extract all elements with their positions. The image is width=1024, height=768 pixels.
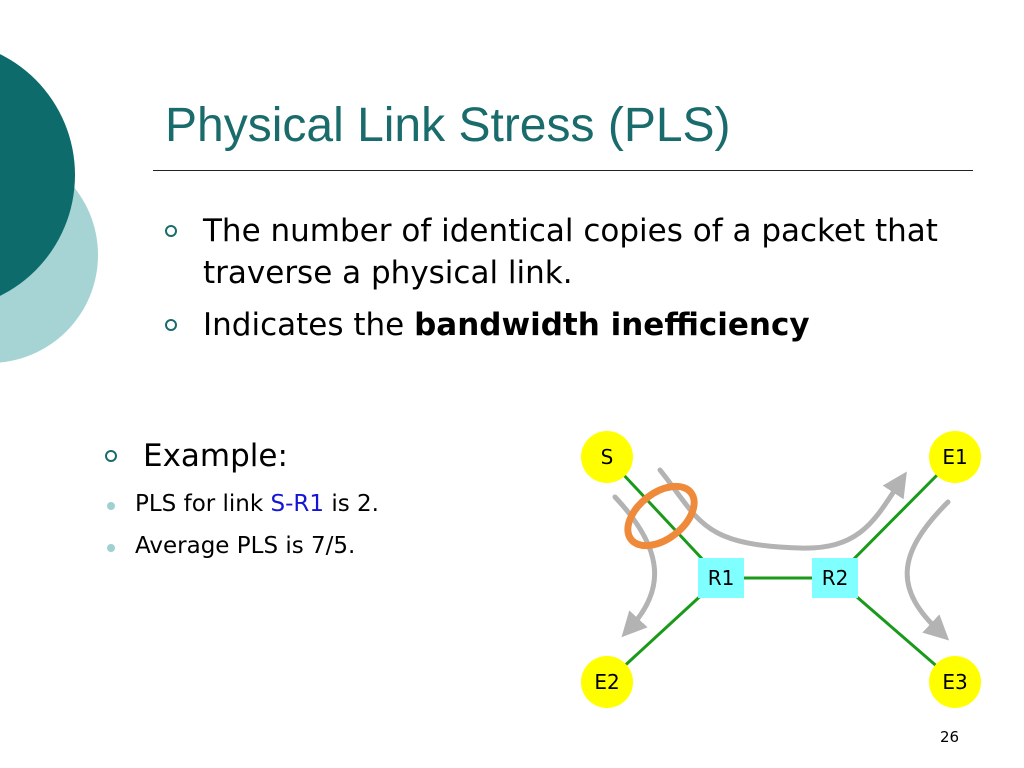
bullet-prefix: Indicates the [203,307,415,343]
example-section: Example: PLS for link S-R1 is 2. Average… [105,435,379,561]
example-item-pls-link: PLS for link S-R1 is 2. [105,489,379,519]
bullet-indicates: Indicates the bandwidth inefficiency [165,304,985,346]
flow-arrow-s-to-e1 [657,467,907,551]
link-name: S-R1 [270,491,325,517]
node-e3: E3 [929,656,981,708]
bullet-bold-term: bandwidth inefficiency [414,307,810,343]
item-text: Average PLS is 7/5. [135,533,356,559]
node-e2-label: E2 [594,670,619,694]
slide-title: Physical Link Stress (PLS) [165,99,731,152]
bullet-definition: The number of identical copies of a pack… [165,210,985,294]
title-divider [153,170,973,171]
dot-bullet-icon [107,502,115,510]
node-r2: R2 [812,558,858,598]
hollow-bullet-icon [105,450,117,462]
node-r1-label: R1 [708,566,735,590]
node-r1: R1 [698,558,744,598]
node-e1-label: E1 [942,445,967,469]
example-heading: Example: [143,438,288,474]
node-s-label: S [601,445,614,469]
node-e3-label: E3 [942,670,967,694]
bullet-example: Example: [105,435,379,477]
page-number: 26 [940,728,960,746]
node-r2-label: R2 [822,566,849,590]
highlight-ring [624,482,698,550]
item-suffix: is 2. [324,491,379,517]
node-s: S [581,431,633,483]
decorative-circles [0,54,98,363]
bullet-text: The number of identical copies of a pack… [203,213,938,291]
node-e1: E1 [929,431,981,483]
node-e2: E2 [581,656,633,708]
hollow-bullet-icon [165,225,177,237]
dark-teal-circle [0,54,75,296]
link-s-r1 [605,455,722,580]
dot-bullet-icon [107,544,115,552]
example-item-average: Average PLS is 7/5. [105,531,379,561]
flow-arrow-r2-to-e3 [904,499,951,641]
item-prefix: PLS for link [135,491,271,517]
hollow-bullet-icon [165,319,177,331]
link-r2-e1 [833,455,957,580]
definition-bullets: The number of identical copies of a pack… [165,210,985,346]
